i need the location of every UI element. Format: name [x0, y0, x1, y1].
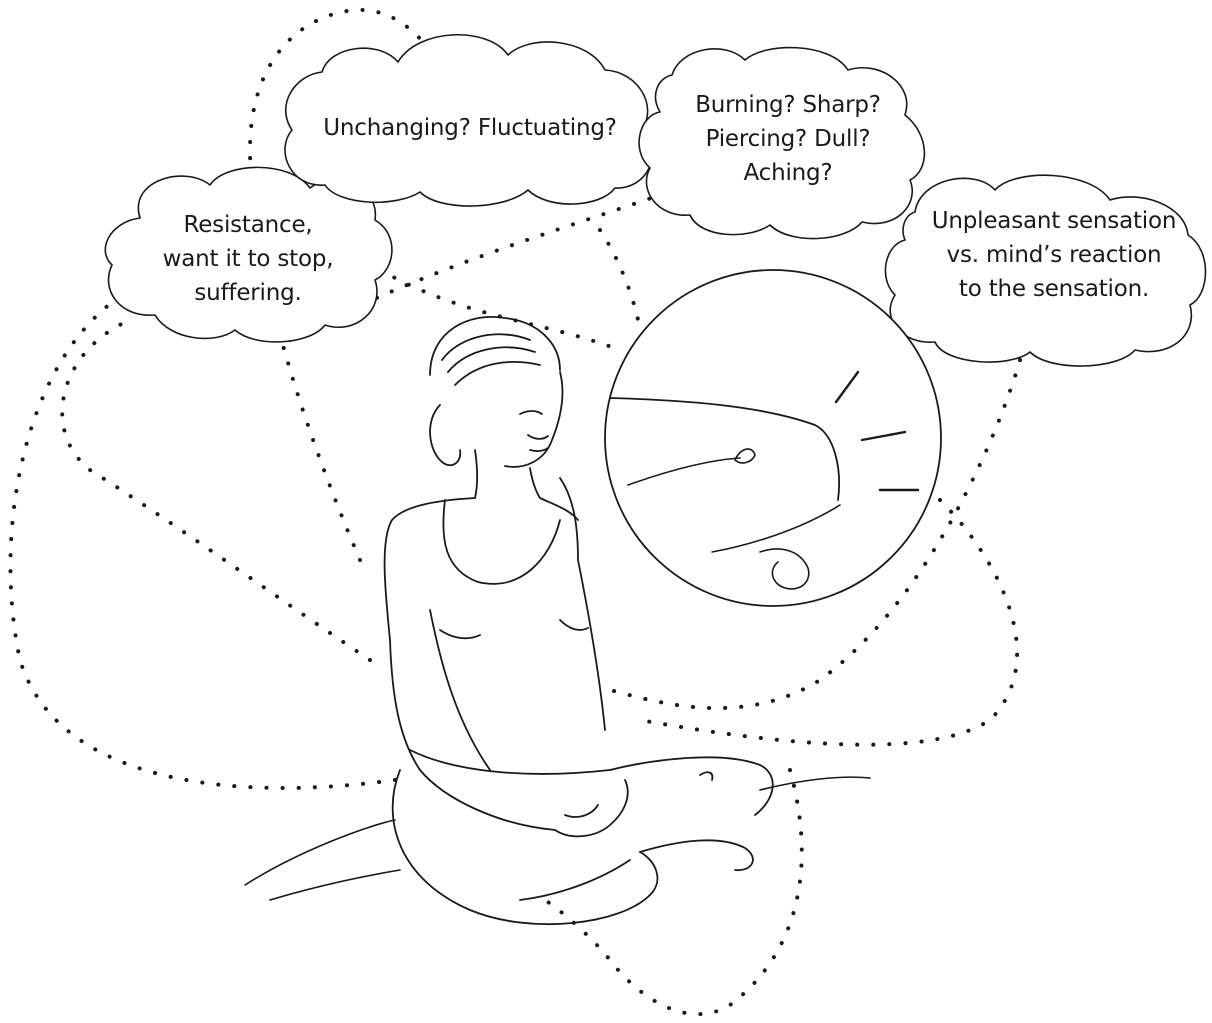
dotted-trail-left-outer — [10, 280, 395, 788]
bubble-text-burning: Burning? Sharp? Piercing? Dull? Aching? — [662, 88, 914, 190]
figure-hair — [430, 317, 560, 375]
figure-torso — [385, 498, 475, 640]
magnifier-circle — [605, 270, 941, 606]
figure-hands — [555, 780, 628, 836]
dotted-trail-right-upper — [600, 230, 640, 330]
figure-legs — [393, 770, 658, 924]
bubble-text-unpleasant: Unpleasant sensation vs. mind’s reaction… — [904, 204, 1204, 306]
ground-lines — [245, 777, 870, 900]
magnified-knee-inset — [605, 270, 941, 606]
dotted-trail-center-cross — [380, 270, 620, 350]
figure-face — [505, 372, 562, 467]
bubble-text-unchanging: Unchanging? Fluctuating? — [296, 111, 644, 145]
dotted-trail-left-inner — [62, 320, 370, 660]
bubble-text-resistance: Resistance, want it to stop, suffering. — [128, 208, 368, 310]
